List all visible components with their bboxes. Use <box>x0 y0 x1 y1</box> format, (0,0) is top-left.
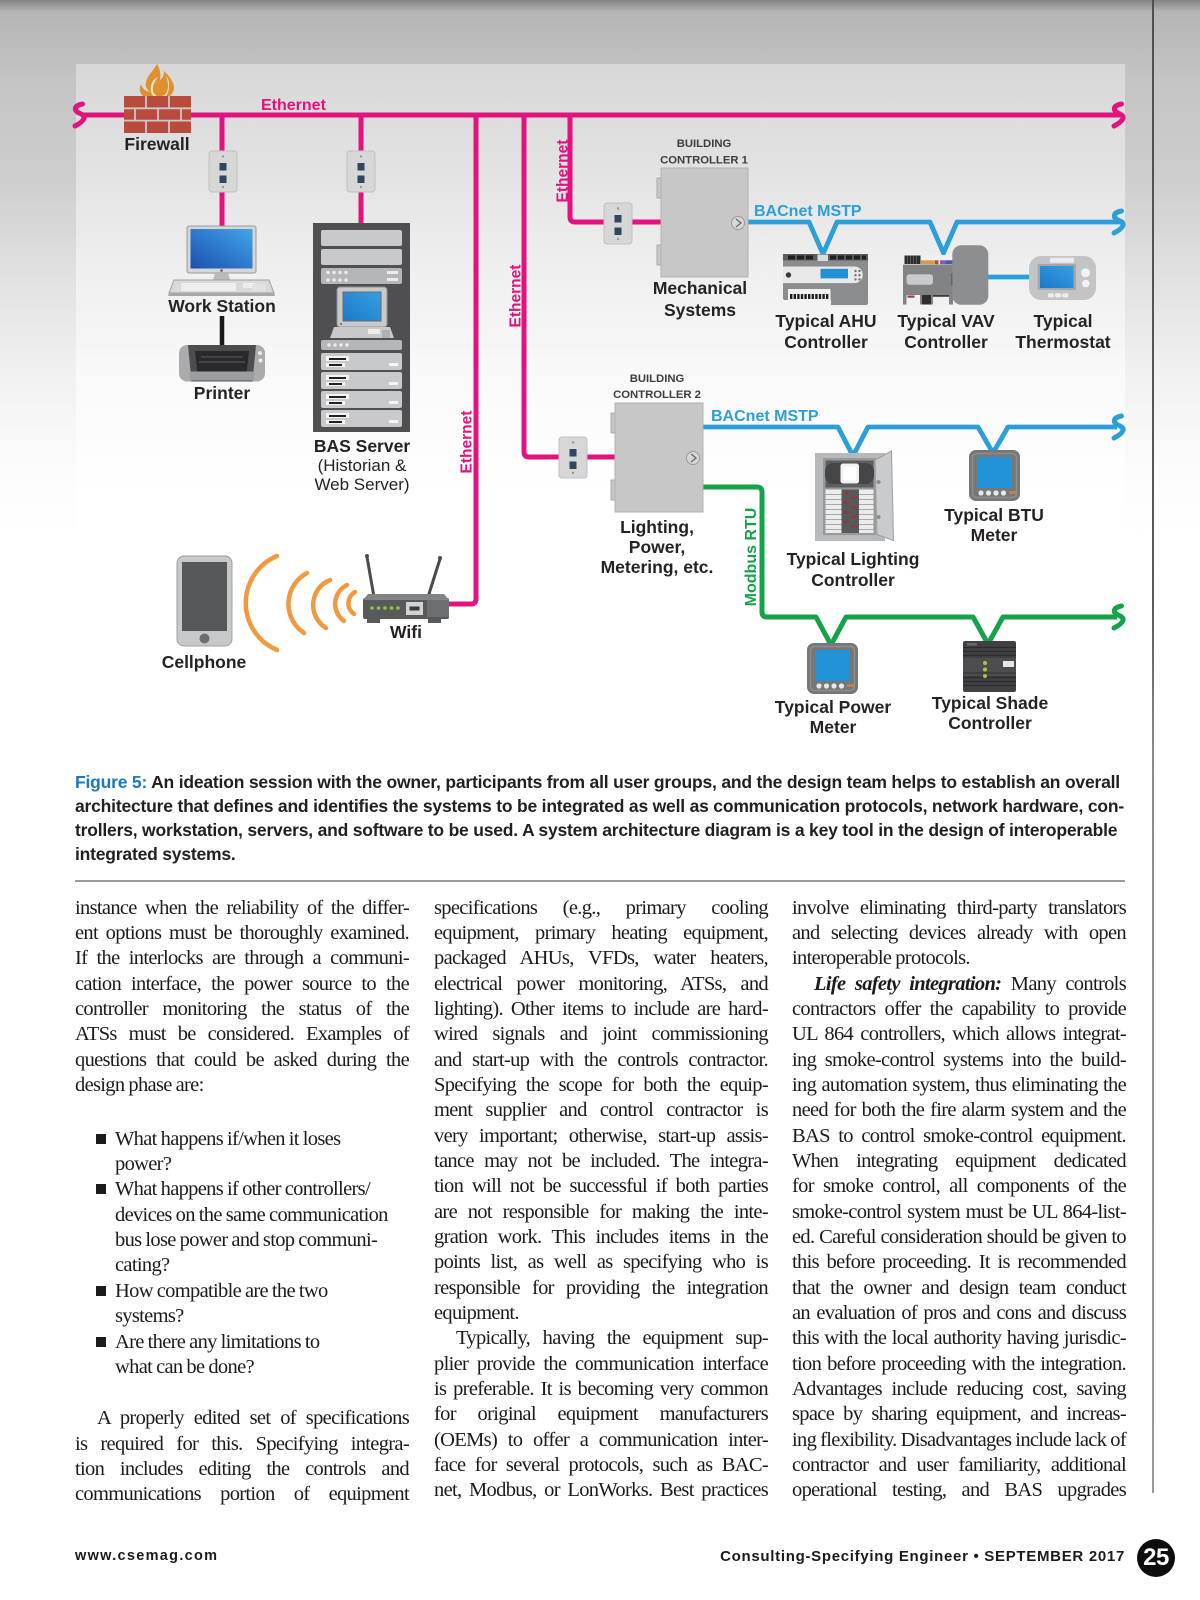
svg-text:Thermostat: Thermostat <box>1015 332 1110 352</box>
svg-text:Typical: Typical <box>1033 311 1092 331</box>
svg-text:Modbus RTU: Modbus RTU <box>743 508 760 607</box>
svg-text:Ethernet: Ethernet <box>508 265 525 328</box>
svg-text:Typical Shade: Typical Shade <box>932 693 1049 713</box>
svg-text:BUILDING: BUILDING <box>677 138 732 150</box>
svg-text:Typical BTU: Typical BTU <box>944 505 1044 525</box>
svg-text:Power,: Power, <box>629 537 685 557</box>
svg-text:(Historian &: (Historian & <box>318 456 407 475</box>
svg-text:BACnet MSTP: BACnet MSTP <box>754 203 862 220</box>
svg-text:Typical VAV: Typical VAV <box>897 311 995 331</box>
svg-text:Web Server): Web Server) <box>314 475 409 494</box>
svg-text:Metering, etc.: Metering, etc. <box>601 557 714 577</box>
svg-text:Lighting,: Lighting, <box>620 517 694 537</box>
svg-text:Work Station: Work Station <box>168 296 276 316</box>
svg-text:Controller: Controller <box>948 713 1032 733</box>
svg-text:Controller: Controller <box>904 332 988 352</box>
svg-text:Ethernet: Ethernet <box>555 140 572 203</box>
svg-text:Wifi: Wifi <box>390 622 422 642</box>
svg-text:Cellphone: Cellphone <box>162 652 247 672</box>
svg-text:Meter: Meter <box>810 717 857 737</box>
svg-text:Firewall: Firewall <box>124 134 189 154</box>
svg-text:Typical Lighting: Typical Lighting <box>787 549 920 569</box>
svg-text:Meter: Meter <box>971 525 1018 545</box>
svg-text:BACnet MSTP: BACnet MSTP <box>711 408 819 425</box>
svg-text:CONTROLLER 2: CONTROLLER 2 <box>613 389 701 401</box>
svg-text:CONTROLLER 1: CONTROLLER 1 <box>660 155 748 167</box>
svg-text:Controller: Controller <box>811 570 895 590</box>
svg-text:BUILDING: BUILDING <box>630 373 685 385</box>
svg-text:Ethernet: Ethernet <box>261 97 327 114</box>
svg-text:Systems: Systems <box>664 300 736 320</box>
svg-text:Typical AHU: Typical AHU <box>775 311 876 331</box>
svg-text:BAS Server: BAS Server <box>314 436 410 456</box>
svg-text:Mechanical: Mechanical <box>653 278 747 298</box>
svg-text:Ethernet: Ethernet <box>459 411 476 474</box>
svg-text:Typical Power: Typical Power <box>775 697 892 717</box>
svg-text:Printer: Printer <box>194 383 251 403</box>
svg-text:Controller: Controller <box>784 332 868 352</box>
